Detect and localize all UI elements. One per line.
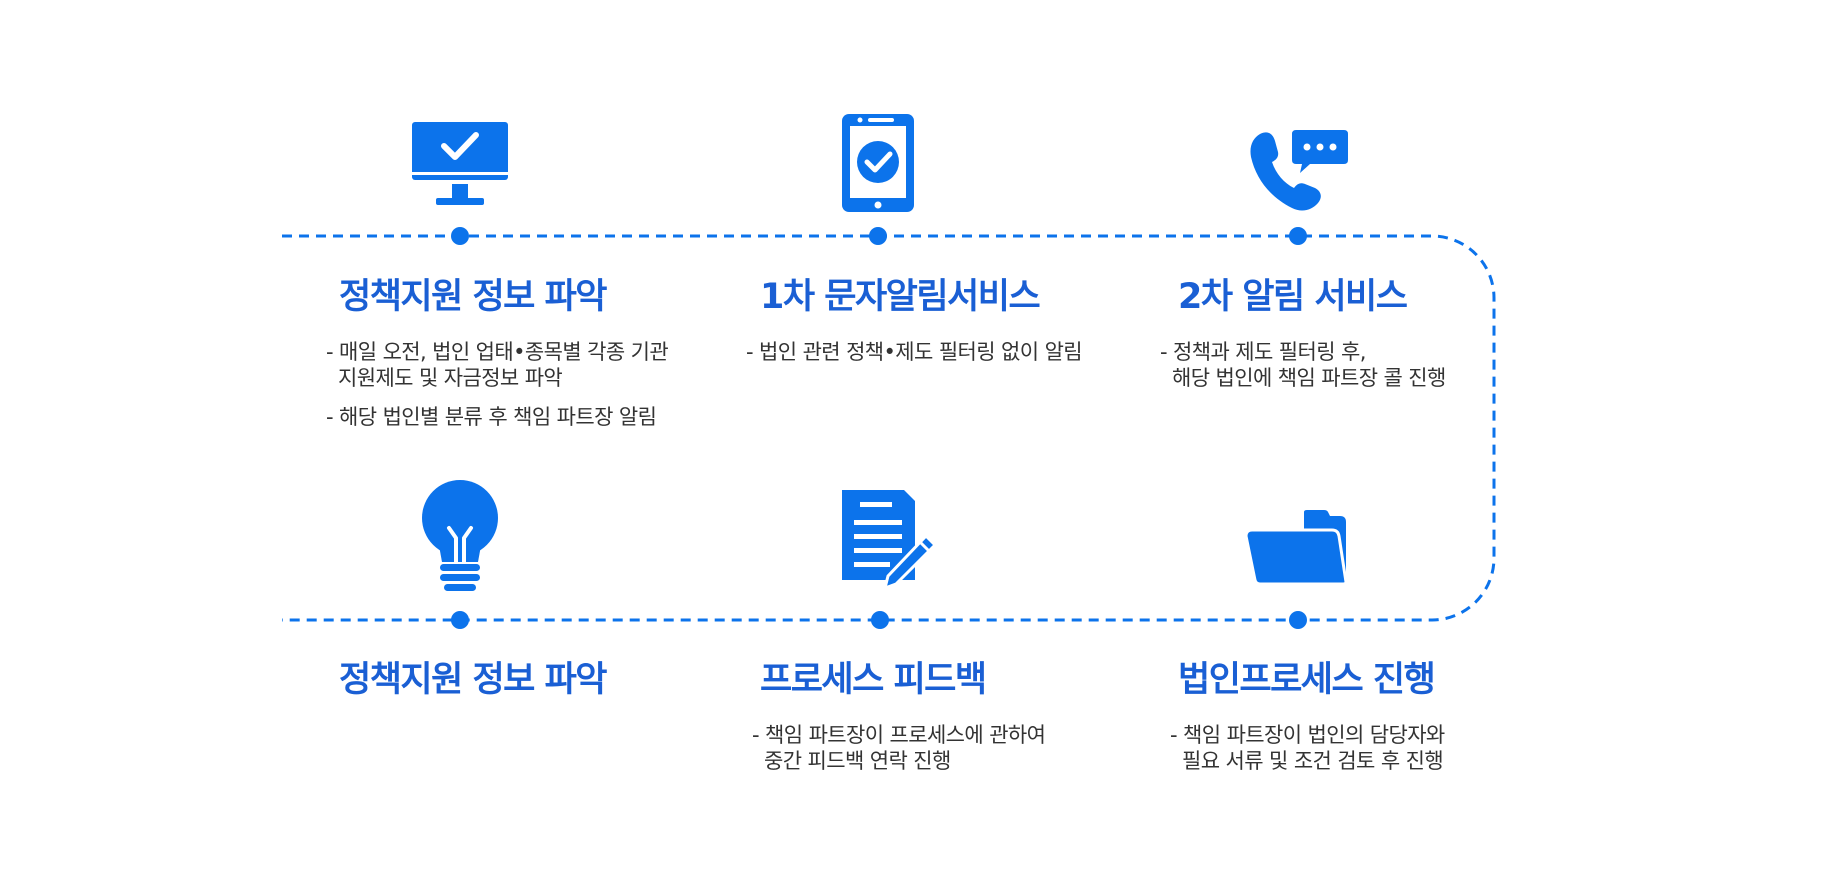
step-2-title: 1차 문자알림서비스 bbox=[760, 277, 1041, 317]
phone-chat-icon bbox=[1250, 130, 1348, 211]
desc-line: 지원제도 및 자금정보 파악 bbox=[338, 366, 563, 390]
step-3-node bbox=[1289, 227, 1307, 245]
step-3-title: 2차 알림 서비스 bbox=[1178, 277, 1408, 317]
step-6-desc-list: - 책임 파트장이 법인의 담당자와 필요 서류 및 조건 검토 후 진행 bbox=[1170, 722, 1445, 787]
folder-icon bbox=[1244, 510, 1348, 586]
desc-item: - 해당 법인별 분류 후 책임 파트장 알림 bbox=[326, 404, 668, 430]
step-6-node bbox=[1289, 611, 1307, 629]
monitor-check-icon bbox=[412, 122, 508, 205]
step-5-node bbox=[871, 611, 889, 629]
desc-line: - 책임 파트장이 프로세스에 관하여 bbox=[752, 723, 1046, 747]
step-2-desc-list: - 법인 관련 정책•제도 필터링 없이 알림 bbox=[746, 339, 1083, 378]
step-1-node bbox=[451, 227, 469, 245]
step-6-title: 법인프로세스 진행 bbox=[1178, 660, 1436, 700]
desc-line: - 매일 오전, 법인 업태•종목별 각종 기관 bbox=[326, 340, 669, 364]
desc-line: 필요 서류 및 조건 검토 후 진행 bbox=[1182, 749, 1444, 773]
desc-line: - 해당 법인별 분류 후 책임 파트장 알림 bbox=[326, 405, 657, 429]
desc-item: - 책임 파트장이 법인의 담당자와 필요 서류 및 조건 검토 후 진행 bbox=[1170, 722, 1445, 774]
step-5-title: 프로세스 피드백 bbox=[760, 660, 987, 700]
desc-line: 해당 법인에 책임 파트장 콜 진행 bbox=[1172, 366, 1446, 390]
step-2-node bbox=[869, 227, 887, 245]
step-5-desc-list: - 책임 파트장이 프로세스에 관하여 중간 피드백 연락 진행 bbox=[752, 722, 1046, 787]
step-4-node bbox=[451, 611, 469, 629]
flow-connector-line bbox=[282, 234, 1496, 622]
desc-item: - 책임 파트장이 프로세스에 관하여 중간 피드백 연락 진행 bbox=[752, 722, 1046, 774]
desc-line: - 법인 관련 정책•제도 필터링 없이 알림 bbox=[746, 340, 1083, 364]
step-3-desc-list: - 정책과 제도 필터링 후, 해당 법인에 책임 파트장 콜 진행 bbox=[1160, 339, 1446, 404]
document-pen-icon bbox=[842, 490, 936, 590]
desc-item: - 법인 관련 정책•제도 필터링 없이 알림 bbox=[746, 339, 1083, 365]
step-1-desc-list: - 매일 오전, 법인 업태•종목별 각종 기관 지원제도 및 자금정보 파악 … bbox=[326, 339, 669, 443]
desc-item: - 정책과 제도 필터링 후, 해당 법인에 책임 파트장 콜 진행 bbox=[1160, 339, 1446, 391]
desc-line: - 책임 파트장이 법인의 담당자와 bbox=[1170, 723, 1445, 747]
step-1-title: 정책지원 정보 파악 bbox=[339, 277, 607, 317]
desc-line: 중간 피드백 연락 진행 bbox=[764, 749, 951, 773]
lightbulb-icon bbox=[422, 480, 498, 591]
tablet-check-icon bbox=[842, 114, 914, 212]
desc-item: - 매일 오전, 법인 업태•종목별 각종 기관 지원제도 및 자금정보 파악 bbox=[326, 339, 669, 391]
step-4-title: 정책지원 정보 파악 bbox=[339, 660, 607, 700]
desc-line: - 정책과 제도 필터링 후, bbox=[1160, 340, 1366, 364]
